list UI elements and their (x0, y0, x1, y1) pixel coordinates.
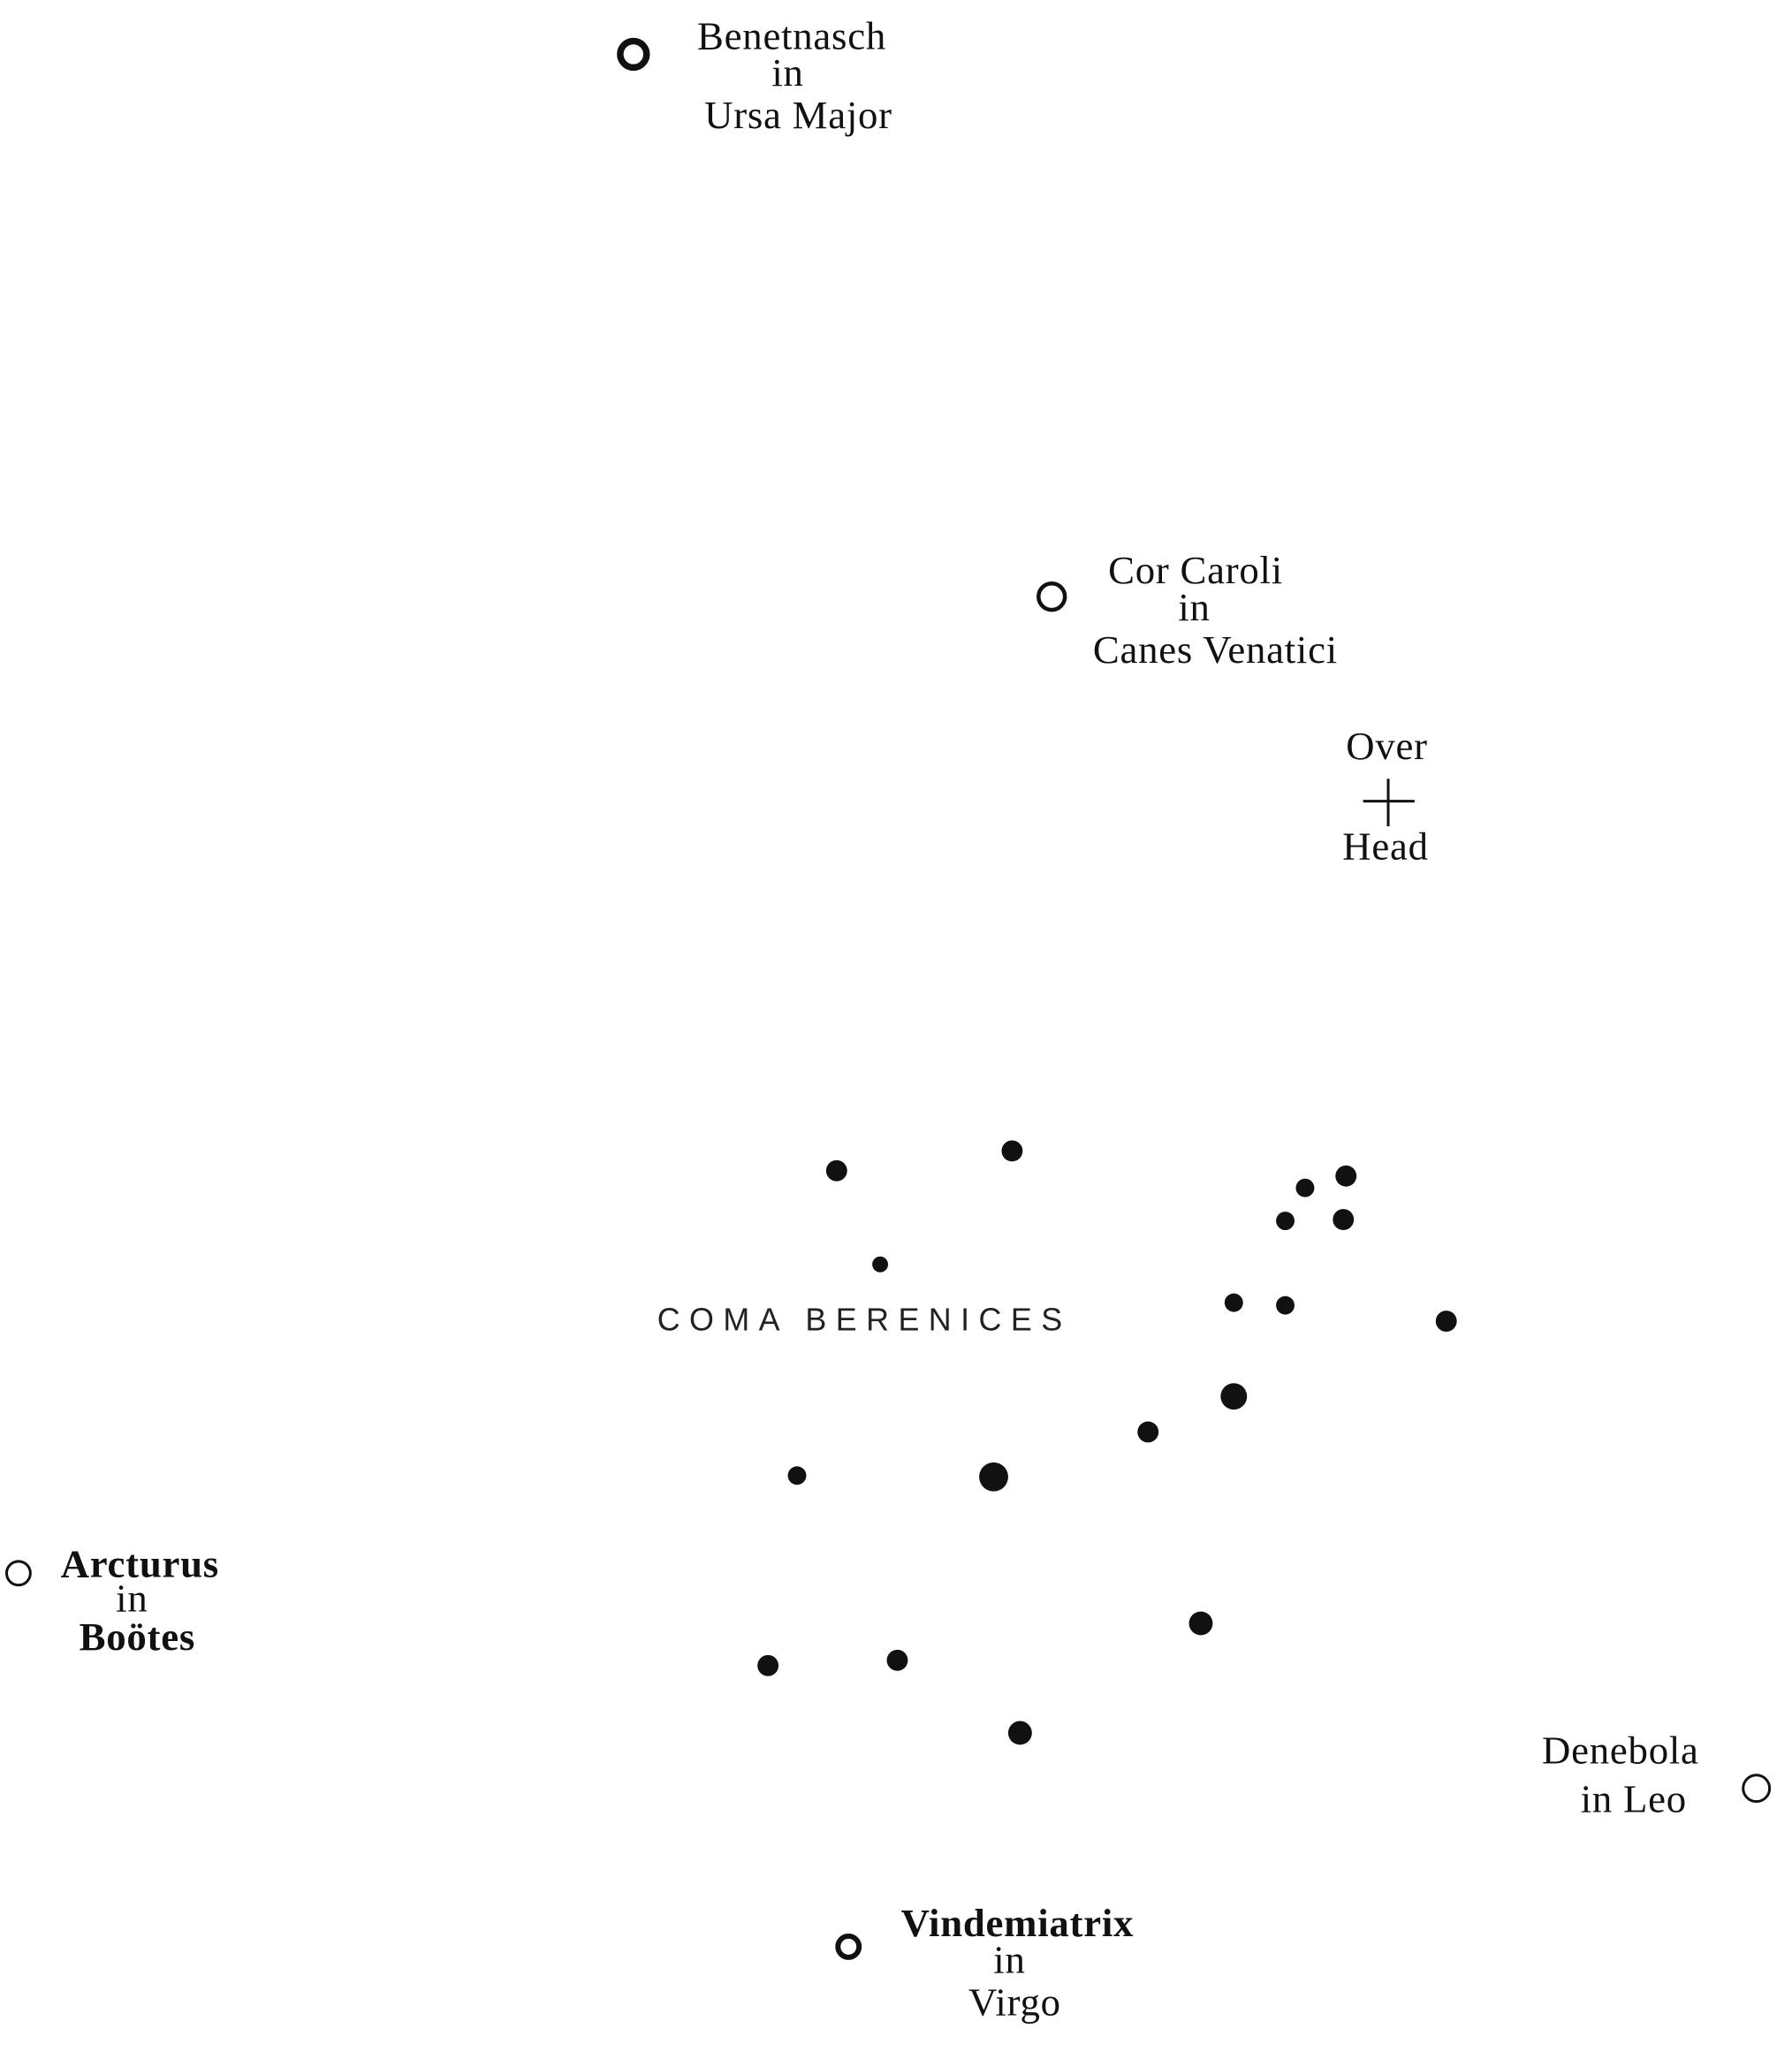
star-vindemiatrix (835, 1933, 862, 1960)
label-denebola-1: Denebola (1542, 1728, 1699, 1772)
label-arcturus-2: in (116, 1577, 148, 1621)
constellation-star (872, 1256, 889, 1273)
label-benetnasch-3: Ursa Major (704, 93, 892, 137)
constellation-star (979, 1462, 1008, 1492)
constellation-star (1220, 1383, 1248, 1410)
label-vindemiatrix-3: Virgo (968, 1980, 1061, 2025)
constellation-star (1188, 1611, 1213, 1636)
star-benetnasch (617, 37, 650, 72)
label-cor-caroli-1: Cor Caroli (1108, 548, 1283, 592)
label-cor-caroli-2: in (1178, 585, 1210, 629)
label-arcturus-1: Arcturus (61, 1542, 219, 1586)
constellation-star (1295, 1178, 1315, 1197)
constellation-star (1001, 1140, 1023, 1162)
label-head: Head (1342, 824, 1429, 868)
label-arcturus-3: Boötes (80, 1615, 195, 1659)
constellation-star (1435, 1311, 1457, 1332)
constellation-star (1333, 1209, 1355, 1230)
label-over: Over (1346, 724, 1428, 768)
star-arcturus (4, 1560, 32, 1587)
label-denebola-2: in Leo (1581, 1777, 1687, 1821)
constellation-star (825, 1159, 847, 1181)
label-benetnasch-1: Benetnasch (697, 13, 886, 57)
constellation-label: COMA BERENICES (657, 1302, 1072, 1337)
label-vindemiatrix-2: in (993, 1938, 1025, 1982)
star-denebola (1742, 1774, 1772, 1804)
constellation-star (1224, 1293, 1243, 1312)
constellation-star (1276, 1212, 1295, 1230)
constellation-star (1007, 1721, 1032, 1745)
constellation-star (787, 1466, 807, 1485)
label-vindemiatrix-1: Vindemiatrix (901, 1901, 1135, 1945)
constellation-star (1137, 1421, 1159, 1443)
zenith-cross-icon (1363, 779, 1415, 827)
label-cor-caroli-3: Canes Venatici (1093, 627, 1338, 672)
constellation-star (1276, 1295, 1295, 1315)
constellation-star (757, 1654, 779, 1676)
constellation-star (1335, 1165, 1357, 1187)
star-cor-caroli (1036, 581, 1067, 612)
label-benetnasch-2: in (771, 50, 803, 95)
constellation-stars (757, 1140, 1457, 1745)
constellation-star (886, 1649, 908, 1671)
